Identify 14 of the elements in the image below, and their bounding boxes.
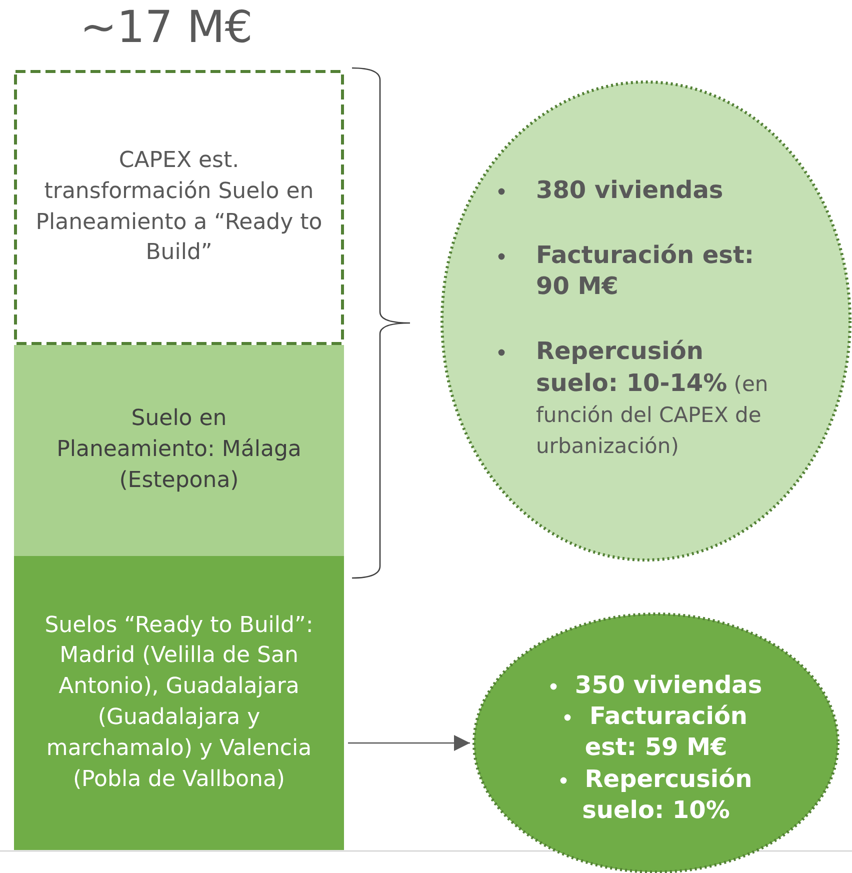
process-box (14, 556, 344, 850)
box-text: Suelo en Planeamiento: Málaga (Estepona) (56, 405, 302, 495)
bullet-text: Repercusión suelo: 10% (582, 764, 752, 824)
process-box (14, 345, 344, 556)
box-text: Suelos “Ready to Build”: Madrid (Velilla de San Antonio), Guadalajara (Guadalajara y marchamalo) y Valencia (Pobla de Vallbona) (44, 612, 314, 794)
dashed-box (14, 70, 344, 345)
arrow (348, 735, 470, 751)
bullet-text: Facturación est: 90 M€ (536, 241, 754, 300)
title: ~17 M€ (80, 2, 253, 55)
bullet-text: Facturación est: 59 M€ (584, 702, 748, 762)
bullet-text: 380 viviendas (536, 176, 724, 204)
box-text: CAPEX est. transformación Suelo en Planeamiento a “Ready to Build” (34, 146, 324, 268)
bullet-text: Repercusión suelo: 10-14% (en función del CAPEX de urbanización) (536, 337, 768, 459)
bullet-text: 350 viviendas (574, 671, 762, 700)
